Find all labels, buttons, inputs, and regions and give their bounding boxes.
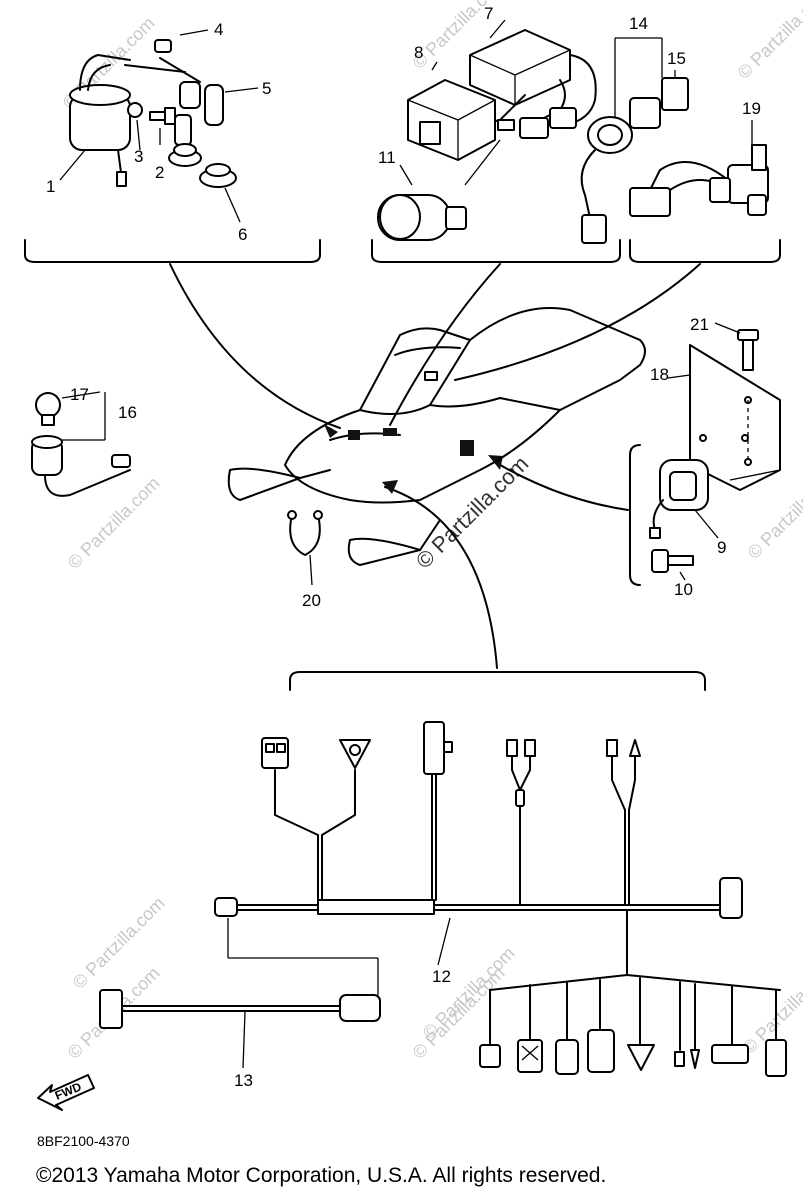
watermark: © Partzilla.com	[64, 473, 164, 573]
ski-right	[347, 537, 421, 566]
callout-labels: 1 2 3 4 5 6 7 8 9 10 11 12 13 14 15 16 1…	[46, 4, 761, 1090]
callout-9: 9	[717, 538, 726, 557]
callout-1: 1	[46, 177, 55, 196]
clamp	[287, 510, 323, 586]
grommet-2	[199, 163, 237, 188]
callout-16: 16	[118, 403, 137, 422]
group-brackets	[24, 239, 781, 691]
callout-21: 21	[690, 315, 709, 334]
callout-11: 11	[378, 148, 396, 167]
forward-arrow: FWD	[37, 1074, 95, 1111]
main-switch	[580, 97, 661, 244]
sub-lead	[99, 918, 381, 1069]
watermark: © Partzilla.com	[734, 0, 803, 83]
key	[661, 77, 689, 111]
callout-17: 17	[70, 385, 89, 404]
callout-8: 8	[414, 43, 423, 62]
callout-7: 7	[484, 4, 493, 23]
cdi-bracket	[407, 79, 496, 161]
spark-plug-cap	[124, 39, 224, 146]
bracket-plate	[667, 344, 781, 491]
wire-harness	[214, 721, 787, 1077]
callout-13: 13	[234, 1071, 253, 1090]
grommet-1	[168, 143, 202, 167]
bolt-21	[714, 322, 759, 371]
watermark: © Partzilla.com	[419, 943, 519, 1043]
callout-5: 5	[262, 79, 271, 98]
pointer-lines	[169, 263, 701, 669]
callout-6: 6	[238, 225, 247, 244]
washer	[127, 102, 143, 118]
callout-20: 20	[302, 591, 321, 610]
cdi-group	[377, 19, 689, 244]
bolt-10	[651, 549, 694, 581]
callout-10: 10	[674, 580, 693, 599]
callout-3: 3	[134, 147, 143, 166]
ignition-coil-group	[59, 29, 259, 223]
connectors	[497, 107, 577, 139]
snowmobile-body	[227, 307, 646, 566]
switch-location	[383, 428, 397, 436]
kill-switch-location	[424, 371, 438, 381]
copyright-notice: ©2013 Yamaha Motor Corporation, U.S.A. A…	[36, 1164, 607, 1187]
watermark-center: © Partzilla.com	[411, 451, 534, 574]
callout-15: 15	[667, 49, 686, 68]
bolt	[149, 107, 176, 125]
callout-14: 14	[629, 14, 648, 33]
callout-2: 2	[155, 163, 164, 182]
cdi-location	[348, 430, 360, 440]
rectifier-location	[460, 440, 474, 456]
tail-light-group	[31, 391, 131, 497]
callout-12: 12	[432, 967, 451, 986]
resistor	[377, 194, 467, 241]
rectifier	[649, 459, 781, 539]
callout-19: 19	[742, 99, 761, 118]
ignition-coil	[69, 54, 131, 187]
callout-18: 18	[650, 365, 669, 384]
kill-switch-group	[629, 120, 769, 217]
callout-4: 4	[214, 20, 223, 39]
ski-left	[227, 467, 301, 501]
drawing-code: 8BF2100-4370	[37, 1133, 130, 1149]
